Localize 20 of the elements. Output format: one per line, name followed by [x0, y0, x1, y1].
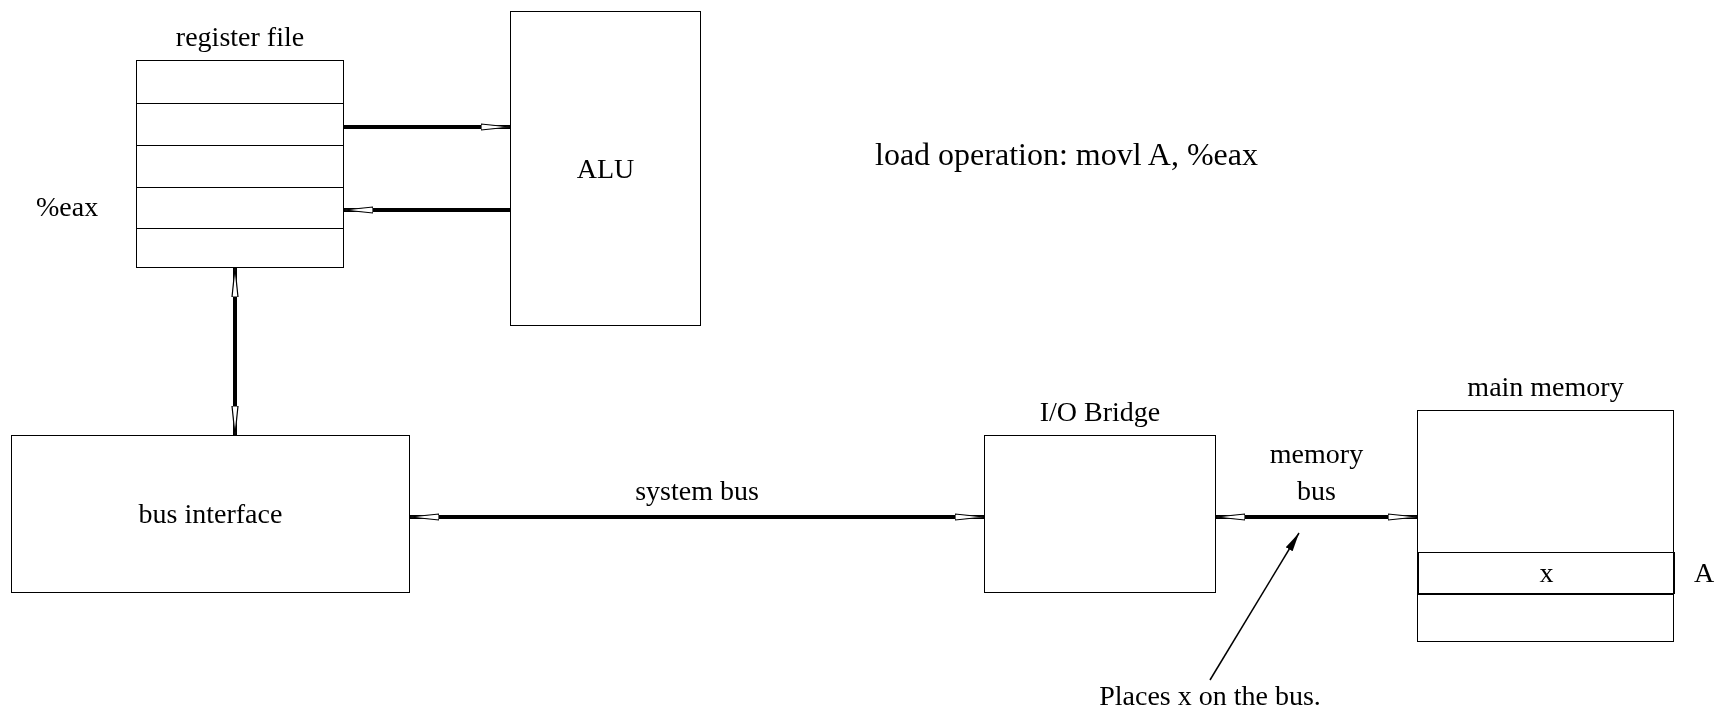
bus-arrow — [1215, 513, 1418, 521]
component-label: I/O Bridge — [1039, 396, 1161, 428]
leader-line — [1209, 532, 1300, 681]
component-box — [11, 435, 410, 593]
address-label: A — [1694, 557, 1715, 589]
edge-label: system bus — [635, 473, 759, 508]
bus-arrow — [344, 123, 511, 131]
bus-arrow — [409, 513, 985, 521]
annotation-text: Places x on the bus. — [1070, 680, 1350, 715]
bus-arrow — [343, 206, 510, 214]
component-label: register file — [175, 21, 305, 53]
component-label: main memory — [1467, 371, 1624, 403]
component-label: ALU — [576, 152, 635, 185]
operation-note: load operation: movl A, %eax — [875, 136, 1258, 173]
edge-label: memory bus — [1268, 437, 1365, 508]
component-label: bus interface — [138, 498, 283, 530]
component-label: x — [1539, 557, 1554, 589]
register-name: %eax — [36, 191, 99, 223]
component-box — [510, 11, 701, 326]
bus-arrow — [231, 267, 239, 436]
